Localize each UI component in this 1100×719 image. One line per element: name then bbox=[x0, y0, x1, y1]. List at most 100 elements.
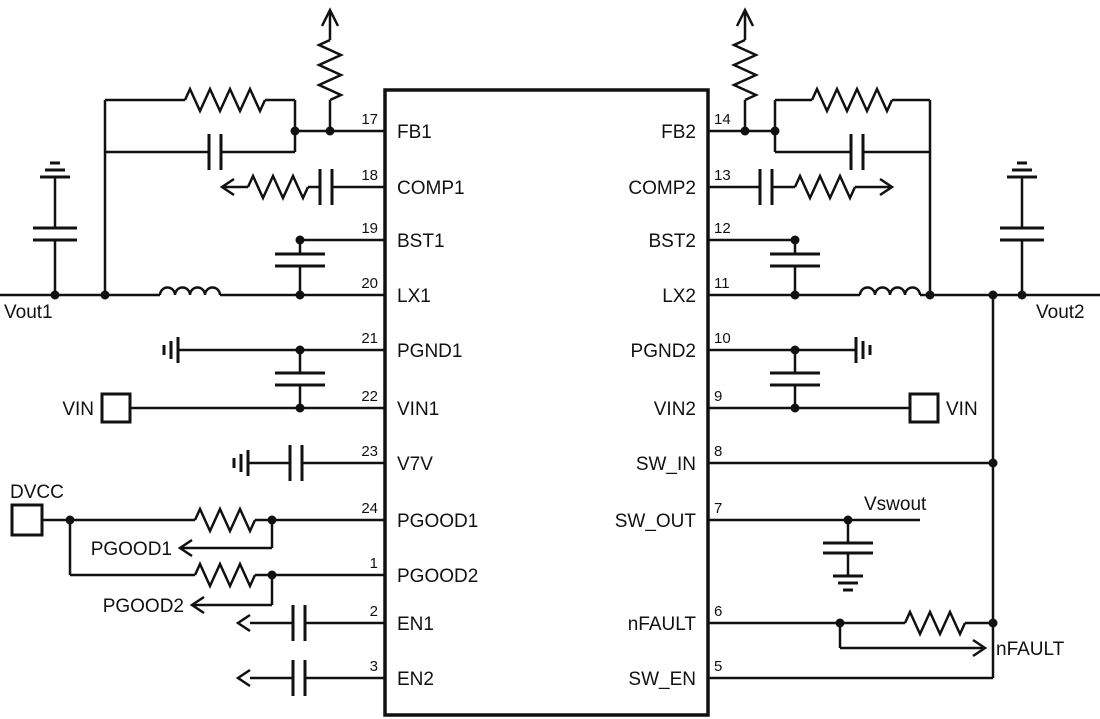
pin-name-bst1: BST1 bbox=[397, 231, 445, 252]
pin-name-sw-in: SW_IN bbox=[636, 454, 696, 475]
ground-vout1-icon bbox=[40, 161, 70, 179]
junction-dots bbox=[50, 126, 1027, 628]
ground-swout-icon bbox=[833, 574, 863, 592]
net-label-pgood2: PGOOD2 bbox=[103, 596, 184, 617]
capacitor-vout2 bbox=[1000, 226, 1044, 242]
terminal-vin1 bbox=[100, 392, 132, 424]
capacitor-fb2 bbox=[849, 134, 865, 170]
arrow-up-fb1-icon bbox=[320, 7, 340, 27]
net-label-vswout: Vswout bbox=[864, 494, 927, 515]
pin-num-7: 7 bbox=[714, 500, 722, 517]
right-pin-names: FB2 COMP2 BST2 LX2 PGND2 VIN2 SW_IN SW_O… bbox=[615, 122, 697, 690]
ground-pgnd2-icon bbox=[854, 337, 872, 363]
pin-num-10: 10 bbox=[714, 330, 731, 347]
resistor-fb2-feedback bbox=[810, 85, 894, 115]
pin-name-pgnd2: PGND2 bbox=[631, 341, 696, 362]
capacitor-bst2 bbox=[770, 252, 820, 268]
ic-body bbox=[383, 88, 710, 717]
resistor-fb2-pullup bbox=[730, 38, 760, 102]
left-pin-names: FB1 COMP1 BST1 LX1 PGND1 VIN1 V7V PGOOD1… bbox=[397, 122, 478, 690]
resistor-fb1-feedback bbox=[183, 85, 267, 115]
pin-name-bst2: BST2 bbox=[648, 231, 696, 252]
capacitor-en1 bbox=[291, 605, 307, 641]
pin-name-vin2: VIN2 bbox=[654, 399, 696, 420]
terminal-dvcc bbox=[10, 503, 44, 537]
arrow-right-comp2-icon bbox=[879, 177, 895, 197]
arrow-left-pgood1-icon bbox=[177, 538, 193, 558]
pin-name-vin1: VIN1 bbox=[397, 399, 439, 420]
pin-num-6: 6 bbox=[714, 603, 722, 620]
pin-name-sw-en: SW_EN bbox=[628, 669, 696, 690]
capacitor-bst1 bbox=[275, 252, 325, 268]
inductor-lx2 bbox=[858, 286, 922, 296]
net-label-vout1: Vout1 bbox=[4, 302, 53, 323]
pin-name-v7v: V7V bbox=[397, 454, 433, 475]
net-label-pgood1: PGOOD1 bbox=[91, 539, 172, 560]
pin-name-en1: EN1 bbox=[397, 614, 434, 635]
pin-name-comp2: COMP2 bbox=[628, 178, 696, 199]
capacitor-comp1 bbox=[318, 169, 334, 205]
resistor-comp2 bbox=[793, 172, 857, 202]
terminal-vin2 bbox=[908, 392, 940, 424]
arrow-left-comp1-icon bbox=[219, 177, 235, 197]
ground-pgnd1-icon bbox=[162, 337, 180, 363]
pin-num-2: 2 bbox=[370, 603, 378, 620]
pin-name-lx2: LX2 bbox=[662, 286, 696, 307]
net-label-vin1: VIN bbox=[62, 399, 94, 420]
arrow-right-nfault-icon bbox=[972, 638, 988, 658]
pin-name-lx1: LX1 bbox=[397, 286, 431, 307]
pin-num-13: 13 bbox=[714, 167, 731, 184]
pin-num-3: 3 bbox=[370, 658, 378, 675]
pin-num-9: 9 bbox=[714, 388, 722, 405]
capacitor-vout1 bbox=[33, 226, 77, 242]
capacitor-v7v bbox=[288, 445, 304, 481]
capacitor-vin2 bbox=[770, 371, 820, 387]
net-labels: Vout1 Vout2 VIN VIN DVCC PGOOD1 PGOOD2 V… bbox=[4, 302, 1085, 660]
net-label-nfault: nFAULT bbox=[996, 639, 1065, 660]
arrow-up-fb2-icon bbox=[735, 7, 755, 27]
arrow-left-en2-icon bbox=[235, 668, 251, 688]
ground-vout2-icon bbox=[1007, 161, 1037, 179]
pin-num-22: 22 bbox=[361, 388, 378, 405]
capacitor-vin1 bbox=[275, 371, 325, 387]
pin-num-20: 20 bbox=[361, 275, 378, 292]
pin-num-14: 14 bbox=[714, 111, 731, 128]
net-label-vin2: VIN bbox=[946, 399, 978, 420]
resistor-pgood1-pullup bbox=[193, 505, 257, 535]
pin-num-12: 12 bbox=[714, 220, 731, 237]
net-label-vout2: Vout2 bbox=[1036, 302, 1085, 323]
pin-name-pgnd1: PGND1 bbox=[397, 341, 462, 362]
pin-num-24: 24 bbox=[361, 500, 378, 517]
pin-name-comp1: COMP1 bbox=[397, 178, 465, 199]
capacitor-swout bbox=[823, 541, 873, 555]
pin-name-en2: EN2 bbox=[397, 669, 434, 690]
pin-name-fb1: FB1 bbox=[397, 122, 432, 143]
inductor-lx1 bbox=[158, 286, 222, 296]
net-label-dvcc: DVCC bbox=[10, 482, 64, 503]
left-wires bbox=[0, 12, 385, 680]
arrow-left-pgood2-icon bbox=[189, 595, 205, 615]
pin-name-fb2: FB2 bbox=[661, 122, 696, 143]
resistor-pgood2-pullup bbox=[193, 560, 257, 590]
resistor-fb1-pullup bbox=[315, 38, 345, 102]
pin-num-5: 5 bbox=[714, 658, 722, 675]
resistor-nfault-pullup bbox=[903, 608, 967, 638]
pin-num-19: 19 bbox=[361, 220, 378, 237]
pin-name-sw-out: SW_OUT bbox=[615, 511, 697, 532]
pin-num-11: 11 bbox=[714, 275, 730, 292]
pin-num-17: 17 bbox=[361, 111, 378, 128]
right-pin-numbers: 14 13 12 11 10 9 8 7 6 5 bbox=[714, 111, 731, 675]
right-wires bbox=[708, 12, 1100, 680]
capacitor-comp2 bbox=[758, 169, 774, 205]
arrow-left-en1-icon bbox=[235, 613, 251, 633]
capacitor-en2 bbox=[291, 660, 307, 696]
pin-num-21: 21 bbox=[361, 330, 378, 347]
resistor-comp1 bbox=[246, 172, 310, 202]
pin-name-pgood1: PGOOD1 bbox=[397, 511, 478, 532]
capacitor-fb1 bbox=[207, 134, 223, 170]
pin-num-18: 18 bbox=[361, 167, 378, 184]
pin-name-pgood2: PGOOD2 bbox=[397, 566, 478, 587]
pin-name-nfault: nFAULT bbox=[628, 614, 697, 635]
ground-v7v-icon bbox=[232, 450, 250, 476]
